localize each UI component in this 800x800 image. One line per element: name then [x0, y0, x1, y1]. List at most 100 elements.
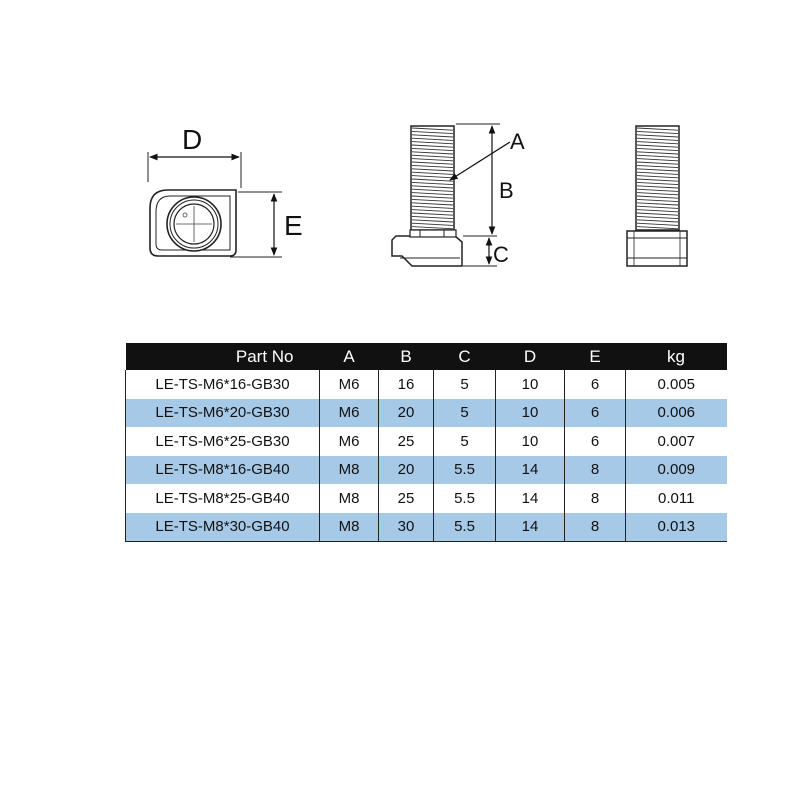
- column-header-e: E: [564, 343, 626, 370]
- cell-a: M8: [319, 484, 379, 513]
- cell-d: 10: [495, 427, 565, 456]
- thread-line: [411, 164, 454, 169]
- thread-line: [411, 222, 454, 226]
- thread-line: [636, 168, 679, 172]
- thread-line: [636, 222, 679, 226]
- thread-line: [636, 192, 679, 196]
- thread-line: [636, 161, 679, 165]
- thread-line: [411, 198, 454, 203]
- thread-line: [411, 154, 454, 158]
- thread-line: [411, 202, 454, 206]
- cell-a: M6: [319, 398, 379, 427]
- spec-table: Part No A B C D E kg LE-TS-M6*16-GB30 M6…: [125, 343, 727, 542]
- thread-line: [636, 151, 679, 155]
- thread-line: [411, 134, 454, 138]
- dimension-label-d: D: [182, 124, 202, 155]
- thread-line: [636, 178, 679, 182]
- thread-line: [636, 141, 679, 145]
- cell-part-no: LE-TS-M6*20-GB30: [125, 398, 320, 427]
- thread-line: [636, 181, 679, 186]
- side-view-drawing: B C A: [391, 123, 525, 267]
- column-header-a: A: [319, 343, 379, 370]
- cell-b: 20: [378, 455, 434, 484]
- cell-b: 25: [378, 427, 434, 456]
- column-header-b: B: [378, 343, 434, 370]
- thread-line: [636, 202, 679, 206]
- thread-line: [636, 215, 679, 220]
- cell-a: M6: [319, 370, 379, 399]
- cell-a: M6: [319, 427, 379, 456]
- thread-line: [636, 127, 679, 131]
- thread-line: [636, 188, 679, 192]
- column-header-d: D: [495, 343, 565, 370]
- cell-part-no: LE-TS-M8*25-GB40: [125, 484, 320, 513]
- thread-line: [636, 226, 679, 230]
- dimension-label-a: A: [510, 129, 525, 154]
- cell-e: 6: [564, 370, 626, 399]
- cell-c: 5.5: [433, 484, 496, 513]
- thread-line: [411, 226, 454, 230]
- thread-line: [411, 141, 454, 145]
- front-view-drawing: [626, 125, 688, 267]
- thread-line: [636, 147, 679, 152]
- cell-kg: 0.006: [625, 398, 727, 427]
- technical-drawings: D E B C A: [147, 123, 688, 267]
- thread-line: [411, 168, 454, 172]
- thread-line: [411, 195, 454, 199]
- cell-c: 5: [433, 398, 496, 427]
- thread-line: [411, 171, 454, 175]
- thread-line: [411, 144, 454, 148]
- table-row: LE-TS-M6*20-GB30 M6 20 5 10 6 0.006: [125, 398, 727, 427]
- cell-b: 16: [378, 370, 434, 399]
- thread-line: [411, 175, 454, 179]
- thread-line: [411, 205, 454, 209]
- cell-b: 20: [378, 398, 434, 427]
- thread-line: [411, 137, 454, 141]
- column-header-kg: kg: [625, 343, 727, 370]
- thread-line: [636, 144, 679, 148]
- thread-line: [636, 175, 679, 179]
- thread-line: [411, 192, 454, 196]
- cell-c: 5.5: [433, 512, 496, 542]
- cell-kg: 0.011: [658, 489, 695, 507]
- cell-a: M8: [319, 455, 379, 484]
- cell-part-no: LE-TS-M8*30-GB40: [125, 512, 320, 542]
- thread-line: [636, 154, 679, 158]
- thread-line: [411, 127, 454, 131]
- cell-kg: 0.005: [657, 375, 696, 393]
- dimension-label-e: E: [284, 210, 303, 241]
- dimension-label-c: C: [493, 242, 509, 267]
- cell-d: 10: [495, 398, 565, 427]
- cell-part-no: LE-TS-M8*16-GB40: [125, 455, 320, 484]
- cell-b: 25: [378, 484, 434, 513]
- cell-b: 30: [378, 512, 434, 542]
- cell-e: 8: [564, 455, 626, 484]
- cell-d: 10: [495, 370, 565, 399]
- cell-kg: 0.009: [625, 455, 727, 484]
- thread-line: [411, 185, 454, 189]
- thread-line: [411, 151, 454, 155]
- leader-line-a: [449, 141, 511, 181]
- thread-line: [411, 147, 454, 152]
- thread-line: [636, 137, 679, 141]
- thread-line: [636, 185, 679, 189]
- thread-line: [411, 209, 454, 213]
- cell-e: 8: [564, 512, 626, 542]
- thread-line: [411, 215, 454, 220]
- thread-line: [411, 219, 454, 223]
- cell-d: 14: [495, 484, 565, 513]
- thread-line: [636, 171, 679, 175]
- cell-d: 14: [495, 512, 565, 542]
- cell-e: 6: [564, 427, 626, 456]
- cell-part-no: LE-TS-M6*25-GB30: [125, 427, 320, 456]
- cell-a: M8: [319, 512, 379, 542]
- table-row: LE-TS-M6*25-GB30 M6 25 5 10 6 0.007: [125, 427, 727, 456]
- cell-kg: 0.007: [657, 432, 696, 450]
- thread-line: [636, 212, 679, 216]
- table-row: LE-TS-M8*30-GB40 M8 30 5.5 14 8 0.013: [125, 512, 727, 542]
- column-header-c: C: [433, 343, 496, 370]
- thread-line: [411, 161, 454, 165]
- thread-line: [636, 198, 679, 203]
- thread-line: [636, 158, 679, 162]
- cell-c: 5: [433, 370, 496, 399]
